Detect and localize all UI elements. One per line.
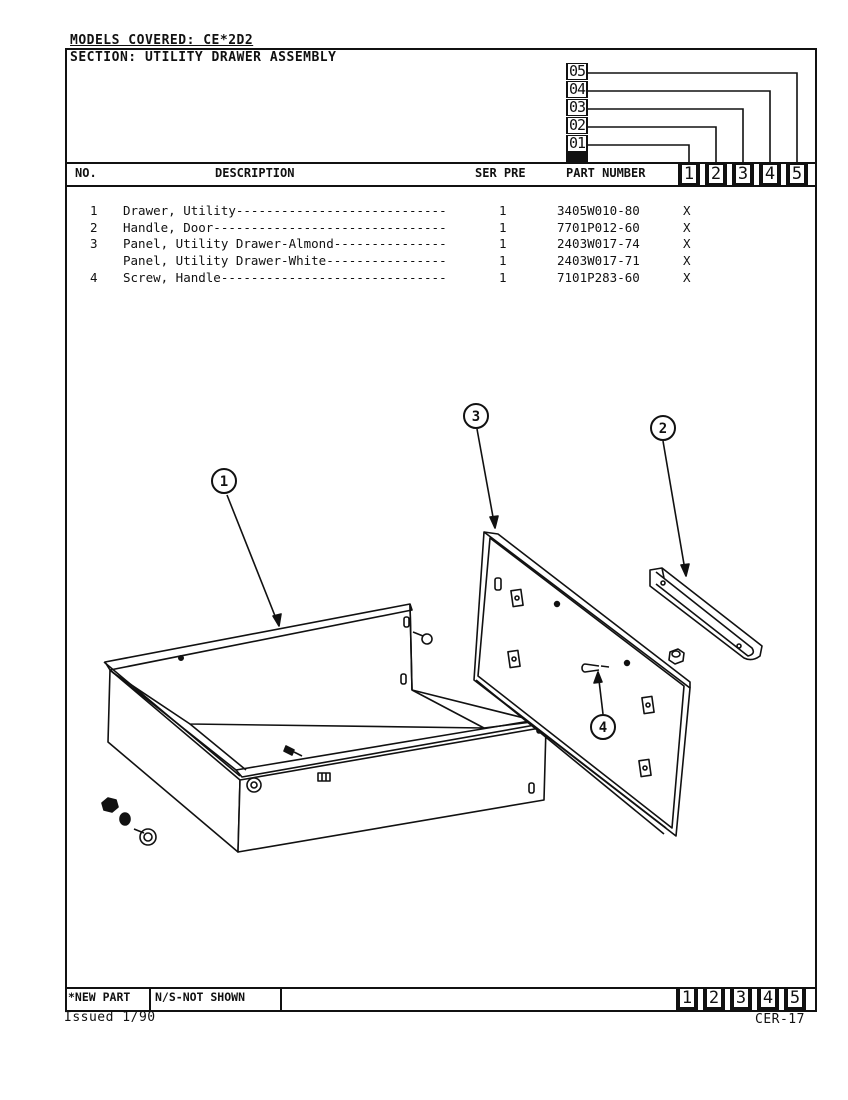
section-title: SECTION: UTILITY DRAWER ASSEMBLY xyxy=(70,50,337,65)
callout-leaders xyxy=(226,428,690,715)
issued-date: Issued 1/90 xyxy=(64,1010,156,1025)
footer-model-4: 4 xyxy=(757,988,779,1010)
legend-new-part: *NEW PART xyxy=(68,990,131,1004)
version-box: 05 xyxy=(566,63,588,80)
footer-rule xyxy=(65,987,817,989)
version-box: 02 xyxy=(566,117,588,134)
page-code: CER-17 xyxy=(755,1012,805,1027)
col-description: DESCRIPTION xyxy=(215,166,295,180)
footer-model-3: 3 xyxy=(730,988,752,1010)
header-rule-top xyxy=(65,162,817,164)
footer-divider-1 xyxy=(149,987,151,1011)
legend-not-shown: N/S-NOT SHOWN xyxy=(155,990,246,1004)
model-col-3: 3 xyxy=(732,164,754,186)
version-connectors xyxy=(588,72,798,166)
model-col-4: 4 xyxy=(759,164,781,186)
version-box: 04 xyxy=(566,81,588,98)
callout-1: 1 xyxy=(220,474,228,490)
col-no: NO. xyxy=(75,166,97,180)
drawer-utility-illustration xyxy=(101,603,553,853)
models-covered: MODELS COVERED: CE*2D2 xyxy=(70,33,254,48)
model-col-2: 2 xyxy=(705,164,727,186)
page-frame xyxy=(65,48,817,1012)
header-rule-bottom xyxy=(65,185,817,187)
version-box: 03 xyxy=(566,99,588,116)
col-ser-pre: SER PRE xyxy=(475,166,526,180)
panel-utility-drawer-illustration xyxy=(473,531,691,837)
version-box: 01 xyxy=(566,135,588,152)
callout-2: 2 xyxy=(659,421,667,437)
handle-door-illustration xyxy=(649,567,763,665)
footer-model-1: 1 xyxy=(676,988,698,1010)
footer-model-2: 2 xyxy=(703,988,725,1010)
callout-3: 3 xyxy=(472,409,480,425)
model-col-5: 5 xyxy=(786,164,808,186)
footer-model-5: 5 xyxy=(784,988,806,1010)
footer-divider-2 xyxy=(280,987,282,1011)
model-col-1: 1 xyxy=(678,164,700,186)
callout-4: 4 xyxy=(599,720,607,736)
col-part-number: PART NUMBER xyxy=(566,166,646,180)
